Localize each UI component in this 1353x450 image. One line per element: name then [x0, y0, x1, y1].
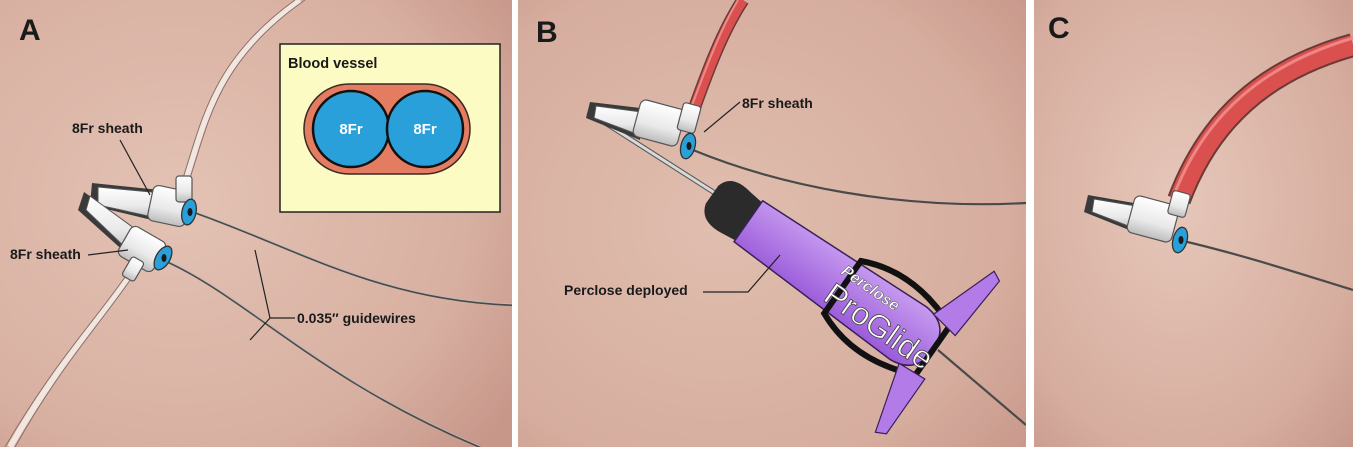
panel-c: C: [1034, 0, 1353, 447]
guidewires: [167, 211, 512, 447]
sheath: [586, 99, 702, 160]
inset-right-label: 8Fr: [413, 121, 437, 138]
panel-a-illustration: 8Fr 8Fr Blood vessel: [0, 0, 512, 447]
blood-tube: [1169, 35, 1353, 204]
label-8fr-sheath-left: 8Fr sheath: [10, 246, 81, 262]
inset-title: Blood vessel: [288, 56, 377, 72]
leader-lines: [703, 101, 781, 293]
guidewire: [1178, 238, 1353, 292]
panel-b: Perclose ProGlide B 8Fr sheath Perclose …: [518, 0, 1026, 447]
panel-letter-b: B: [536, 16, 558, 49]
label-perclose-deployed: Perclose deployed: [564, 282, 688, 298]
panel-b-illustration: Perclose ProGlide: [518, 0, 1026, 447]
tubing-outline: [4, 0, 306, 447]
label-8fr-sheath: 8Fr sheath: [742, 95, 813, 111]
panel-a: 8Fr 8Fr Blood vessel A 8Fr sheath 8Fr sh…: [0, 0, 512, 447]
panel-c-illustration: [1034, 0, 1353, 447]
guidewire: [692, 148, 1026, 206]
label-8fr-sheath-top: 8Fr sheath: [72, 120, 143, 136]
label-guidewires: 0.035″ guidewires: [297, 310, 416, 326]
vessel-inset: 8Fr 8Fr Blood vessel: [279, 43, 501, 213]
sheath-cross-section-right: [385, 89, 465, 169]
blood-tube: [688, 0, 748, 114]
sheath-lower: [78, 192, 173, 282]
sheath-tubing: [7, 0, 302, 447]
panel-letter-c: C: [1048, 12, 1070, 45]
inset-left-label: 8Fr: [339, 121, 363, 138]
sheath: [1084, 190, 1191, 254]
panel-letter-a: A: [19, 14, 41, 47]
sheath-upper: [90, 175, 198, 228]
